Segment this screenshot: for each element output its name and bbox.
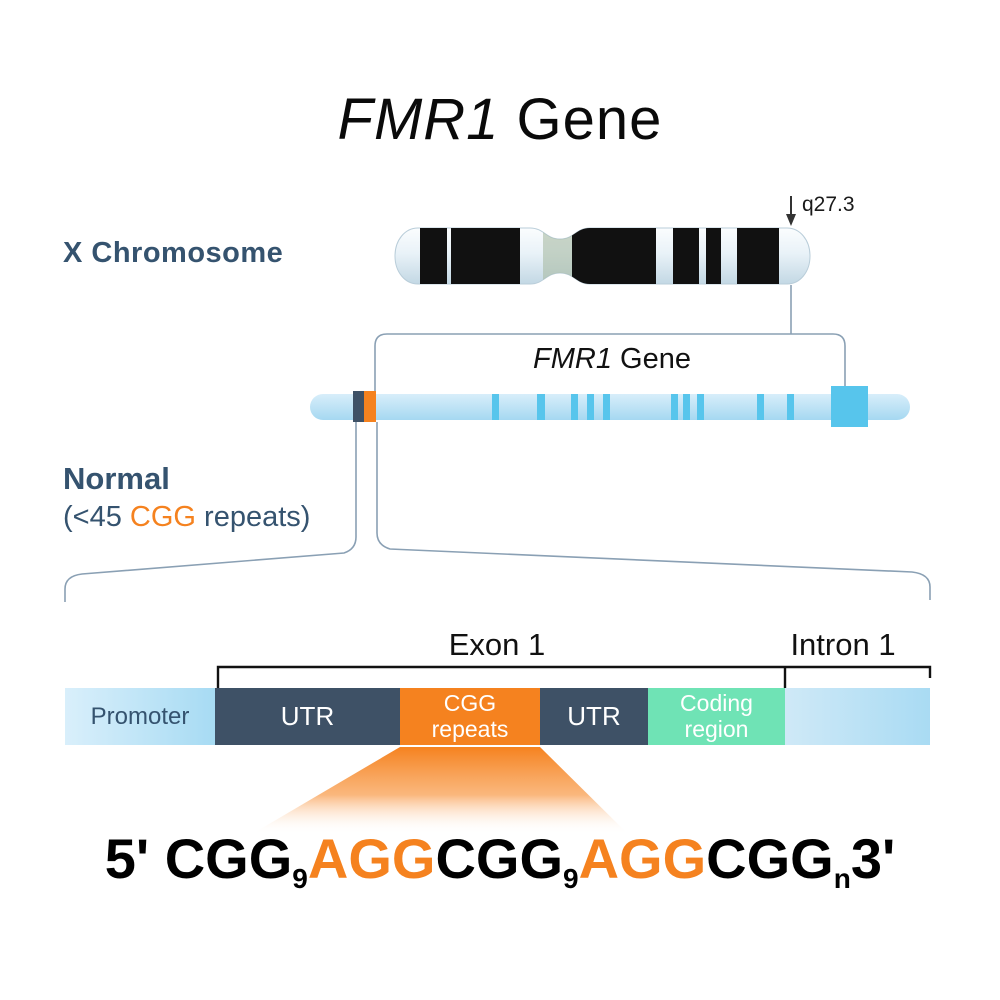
title-gene-name: FMR1	[337, 87, 500, 152]
exon1-utr-mark	[353, 391, 364, 422]
exon-mark	[537, 394, 545, 420]
segment-promoter: Promoter	[65, 688, 215, 745]
exon1-label: Exon 1	[448, 627, 546, 662]
exon-mark	[697, 394, 704, 420]
exon-mark	[571, 394, 578, 420]
segment-utr-5prime: UTR	[215, 688, 400, 745]
segment-label: UTR	[280, 701, 335, 731]
normal-detail-pre: (<45	[63, 501, 130, 533]
normal-detail-post: repeats)	[195, 501, 311, 533]
exon-mark	[671, 394, 678, 420]
cgg-zoom-funnel	[252, 747, 628, 834]
seq-subscript: 9	[563, 862, 579, 894]
seq-part: 5' CGG	[104, 827, 293, 890]
gene-name: FMR1	[533, 343, 612, 375]
gene-bar	[310, 386, 910, 427]
exon1-bracket	[216, 665, 932, 688]
seq-subscript: 9	[292, 862, 308, 894]
seq-subscript: n	[833, 862, 851, 894]
seq-part: 3'	[850, 827, 896, 890]
intron1-label: Intron 1	[790, 627, 896, 662]
gene-suffix: Gene	[611, 343, 691, 375]
exon-mark	[587, 394, 594, 420]
normal-heading: Normal	[63, 461, 170, 496]
seq-part: CGG	[435, 827, 563, 890]
chromosome-band	[420, 228, 447, 284]
chromosome-band	[451, 228, 520, 284]
exon-marks	[492, 394, 794, 420]
zoom-line-left	[64, 422, 357, 602]
exon-mark	[492, 394, 499, 420]
q27-3-arrow-icon	[786, 196, 796, 226]
region-bracket-lines	[216, 665, 932, 688]
exon1-zoom-lines	[64, 422, 931, 602]
seq-agg: AGG	[578, 827, 707, 890]
chromosome-band	[737, 228, 779, 284]
seq-part: CGG	[706, 827, 834, 890]
gene-zoom-bracket	[374, 333, 846, 391]
normal-detail-cgg: CGG	[129, 501, 196, 533]
exon-mark	[757, 394, 764, 420]
exon-mark	[603, 394, 610, 420]
seq-agg: AGG	[307, 827, 436, 890]
zoom-line-right	[376, 422, 931, 600]
chromosome-band	[572, 228, 656, 284]
page-title: FMR1 Gene	[0, 86, 1000, 153]
segment-intron	[785, 688, 930, 745]
x-chromosome-ideogram	[394, 196, 811, 285]
segment-utr-3prime: UTR	[540, 688, 648, 745]
exon1-structure-bar: Promoter UTR CGG repeats UTR Coding regi…	[65, 688, 930, 745]
terminal-exon-box	[831, 386, 868, 427]
segment-label: UTR	[567, 701, 621, 731]
x-chromosome-label: X Chromosome	[63, 237, 284, 269]
chromosome-bands	[420, 228, 779, 284]
cgg-repeat-mark	[364, 391, 376, 422]
normal-detail: (<45 CGG repeats)	[63, 501, 310, 534]
cgg-repeat-sequence: 5' CGG9AGGCGG9AGGCGGn3'	[0, 826, 1000, 895]
exon-mark	[787, 394, 794, 420]
band-label: q27.3	[802, 193, 855, 216]
gene-bar-label: FMR1 Gene	[533, 343, 691, 376]
exon-mark	[683, 394, 690, 420]
segment-coding-region: Coding region	[648, 688, 785, 745]
chromosome-to-gene-connector	[374, 285, 846, 391]
segment-label: CGG repeats	[431, 690, 509, 742]
chromosome-band	[673, 228, 699, 284]
segment-cgg-repeats: CGG repeats	[400, 688, 540, 745]
segment-label: Coding region	[680, 690, 753, 742]
title-suffix: Gene	[499, 87, 663, 152]
chromosome-band	[706, 228, 721, 284]
segment-label: Promoter	[90, 702, 190, 730]
